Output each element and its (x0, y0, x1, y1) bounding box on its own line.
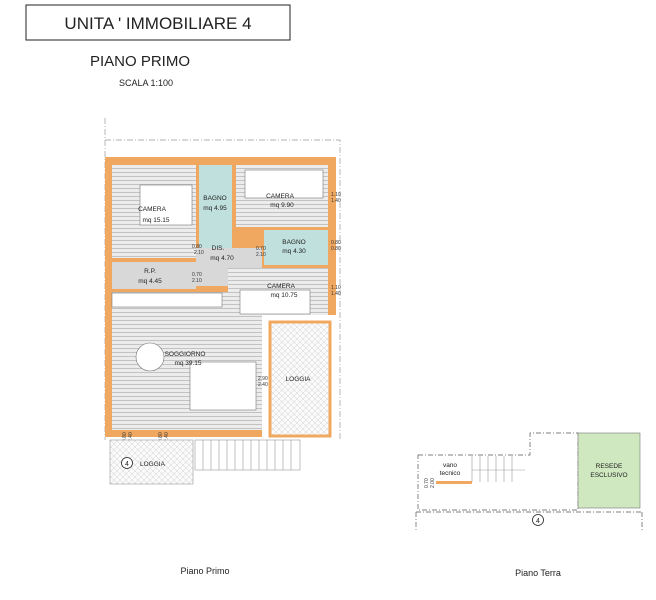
dimension-label: 0.80 (158, 432, 164, 442)
room-bagno-1 (199, 165, 232, 248)
dining-table-icon (135, 342, 165, 372)
room-label: BAGNO (203, 195, 226, 202)
sofa-area-icon (189, 361, 257, 411)
kitchen-counter-icon (111, 292, 223, 308)
caption-ground-floor: Piano Terra (515, 568, 561, 578)
dimension-label: 1.40 (331, 198, 341, 204)
room-area: mq 39.15 (174, 360, 201, 367)
dimension-label: 0.70 (192, 272, 202, 278)
room-ripostiglio (112, 262, 196, 289)
unit-number: 4 (125, 461, 129, 468)
technical-room-label: tecnico (440, 470, 461, 477)
unit-number-marker (121, 457, 133, 469)
room-label: CAMERA (138, 206, 166, 213)
room-label: SOGGIORNO (165, 351, 206, 358)
dimension-label: 2.10 (256, 252, 266, 258)
room-label: R.P. (144, 268, 156, 275)
room-area: mq 4.45 (138, 278, 162, 285)
unit-title: UNITA ' IMMOBILIARE 4 (64, 14, 251, 33)
garden-label: RESEDE (596, 463, 623, 470)
staircase (194, 439, 301, 471)
bed-icon (139, 184, 193, 226)
room-area: mq 15.15 (142, 217, 169, 224)
room-label: CAMERA (267, 283, 295, 290)
caption-first-floor: Piano Primo (180, 566, 229, 576)
dimension-label: 2.10 (194, 250, 204, 256)
ground-unit-number: 4 (536, 518, 540, 525)
room-label: LOGGIA (140, 461, 166, 468)
dimension-label: 0.80 (122, 432, 128, 442)
dimension-label: 2.40 (128, 432, 134, 442)
wall-segment (436, 481, 472, 484)
room-label: LOGGIA (286, 376, 312, 383)
dimension-label: 2.40 (258, 382, 268, 388)
room-loggia-right (268, 320, 332, 438)
room-label: DIS. (212, 245, 225, 252)
garden-label: ESCLUSIVO (590, 472, 627, 479)
dimension-label: 2.90 (258, 376, 268, 382)
dimension-label: 1.10 (331, 192, 341, 198)
garden-area (577, 432, 641, 509)
room-area: mq 9.90 (270, 202, 294, 209)
room-label: BAGNO (282, 239, 305, 246)
ground-staircase (471, 456, 525, 482)
dimension-label: 2.10 (192, 278, 202, 284)
technical-room-label: vano (443, 462, 457, 469)
title-box (25, 4, 291, 41)
room-area: mq 10.75 (270, 292, 297, 299)
room-area: mq 4.70 (210, 255, 234, 262)
room-area: mq 4.30 (282, 248, 306, 255)
room-bagno-2 (264, 230, 328, 265)
dimension-label: 2.00 (430, 478, 436, 488)
dimension-label: 0.70 (424, 478, 430, 488)
floor-title: PIANO PRIMO (90, 53, 190, 70)
dimension-label: 0.70 (256, 246, 266, 252)
bed-icon (239, 289, 311, 315)
dimension-label: 0.80 (331, 246, 341, 252)
ground-unit-number-marker (532, 514, 544, 526)
bed-icon (244, 169, 324, 199)
scale-label: SCALA 1:100 (119, 78, 173, 88)
room-label: CAMERA (266, 193, 294, 200)
dimension-label: 2.40 (164, 432, 170, 442)
dimension-label: 1.40 (331, 291, 341, 297)
dimension-label: 1.10 (331, 285, 341, 291)
dimension-label: 0.80 (192, 244, 202, 250)
dimension-label: 0.80 (331, 240, 341, 246)
room-area: mq 4.95 (203, 205, 227, 212)
